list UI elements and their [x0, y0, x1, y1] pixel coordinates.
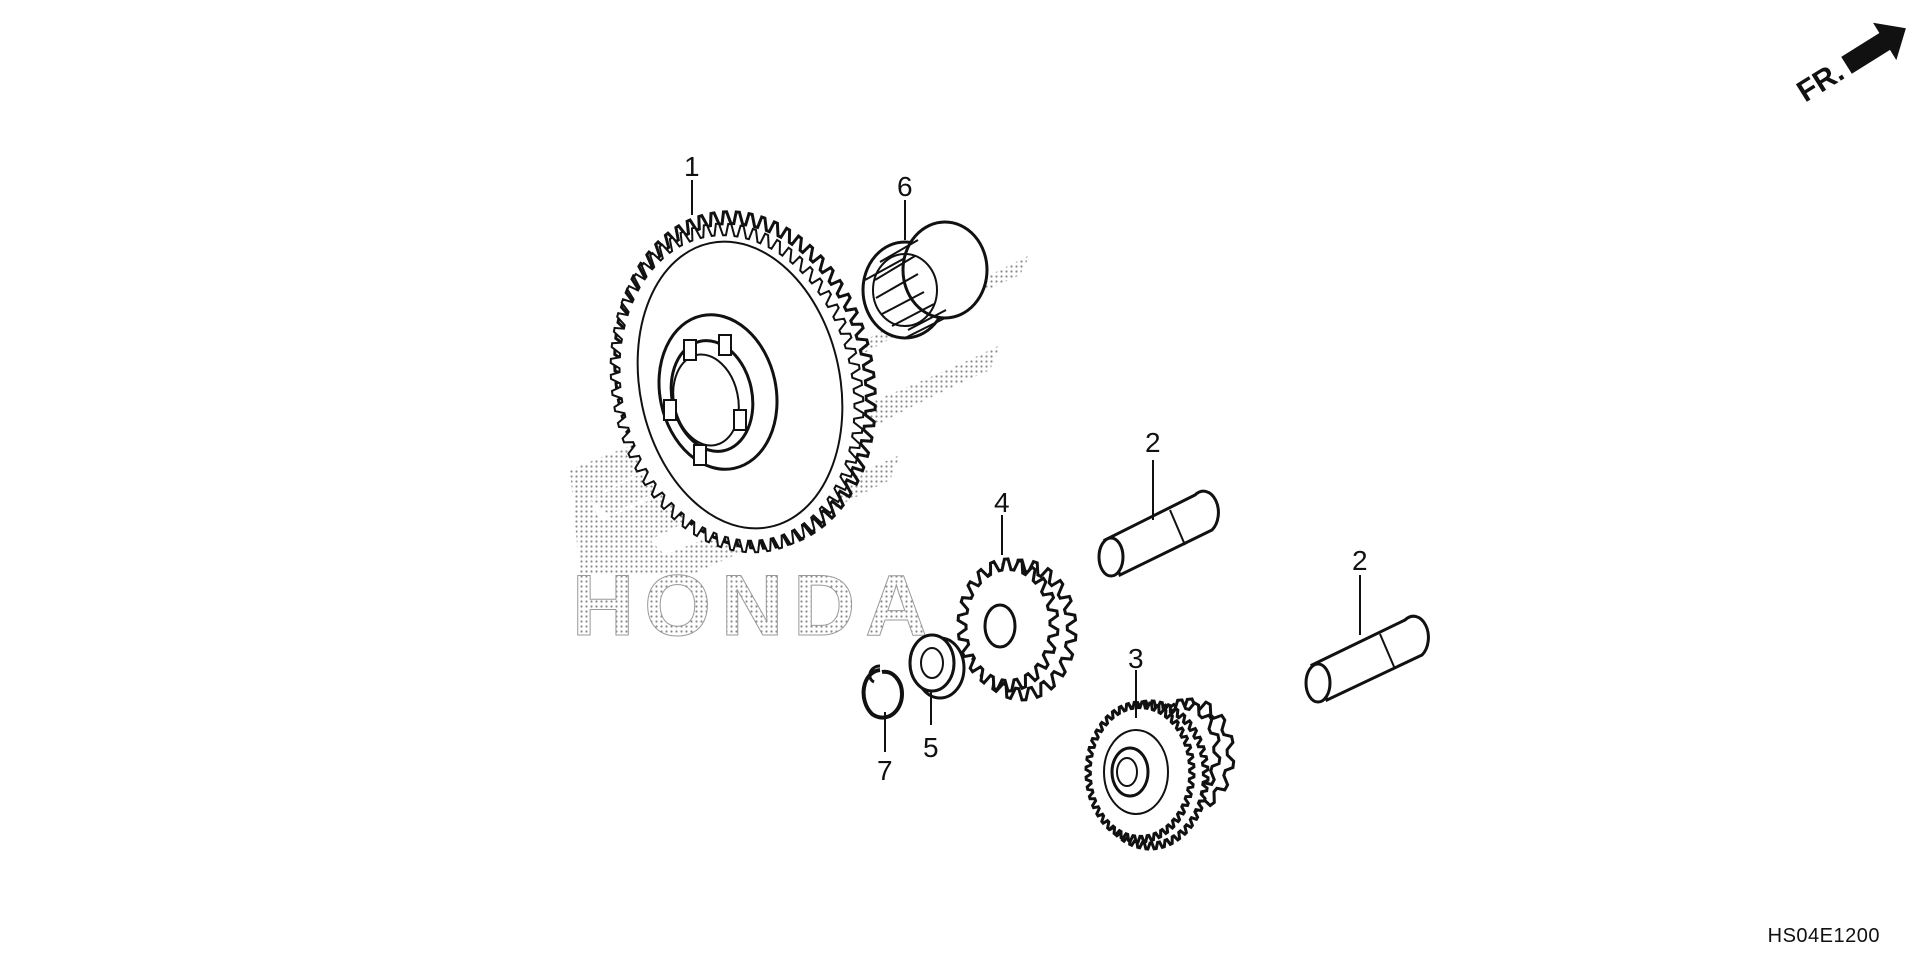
callout-2-lower: 2	[1352, 545, 1368, 576]
callout-2-upper: 2	[1145, 427, 1161, 458]
part-2-shaft-pin-lower	[1304, 614, 1430, 704]
part-2-shaft-pin-upper	[1097, 489, 1220, 578]
front-arrow-icon	[1841, 22, 1906, 74]
part-3-double-gear	[1084, 697, 1236, 851]
honda-wordmark: HONDA	[572, 558, 937, 654]
callout-3: 3	[1128, 643, 1144, 674]
callout-5: 5	[923, 732, 939, 763]
callout-lines	[691, 180, 1361, 752]
front-direction-label: FR.	[1791, 55, 1849, 109]
part-4-small-gear	[956, 557, 1078, 702]
drawing-code: HS04E1200	[1767, 925, 1880, 947]
callout-7: 7	[877, 755, 893, 786]
callout-4: 4	[994, 487, 1010, 518]
part-6-needle-bearing	[861, 220, 989, 340]
part-1-large-gear	[609, 210, 877, 554]
callout-1: 1	[684, 151, 700, 182]
callout-6: 6	[897, 171, 913, 202]
front-direction-indicator: FR.	[1791, 22, 1906, 109]
part-5-washer	[908, 633, 966, 700]
part-7-snap-ring	[861, 664, 905, 720]
